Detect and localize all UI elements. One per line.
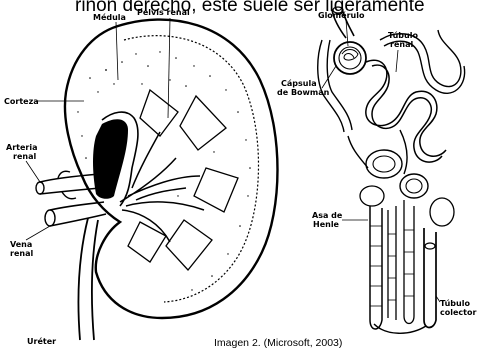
top-text: riñón derecho, este suele ser ligerament…	[75, 0, 425, 16]
image-caption: Imagen 2. (Microsoft, 2003)	[214, 337, 342, 349]
label-arteria-1: Arteria	[6, 143, 37, 152]
label-ureter: Uréter	[27, 336, 56, 346]
nephron-labels: Glomérulo Túbulo renal Cápsula de Bowman…	[277, 10, 476, 317]
label-capsula-2: de Bowman	[277, 88, 330, 97]
label-tubulo-renal-2: renal	[390, 40, 413, 49]
label-asa-henle-2: Henle	[313, 220, 340, 229]
label-corteza: Corteza	[4, 97, 39, 106]
label-capsula-1: Cápsula	[281, 79, 317, 88]
label-arteria-2: renal	[13, 152, 36, 161]
label-vena-2: renal	[10, 249, 33, 258]
label-tubulo-colector-2: colector	[440, 308, 476, 317]
label-vena-1: Vena	[10, 240, 32, 249]
label-glomerulo: Glomérulo	[318, 10, 365, 20]
label-pelvis-renal: Pelvis renal	[137, 8, 190, 17]
label-tubulo-renal-1: Túbulo	[388, 31, 418, 40]
label-medula: Médula	[93, 12, 126, 22]
nephron-illustration	[318, 7, 465, 333]
label-tubulo-colector-1: Túbulo	[440, 299, 470, 308]
kidney-illustration	[36, 20, 278, 340]
label-asa-henle-1: Asa de	[312, 211, 343, 220]
